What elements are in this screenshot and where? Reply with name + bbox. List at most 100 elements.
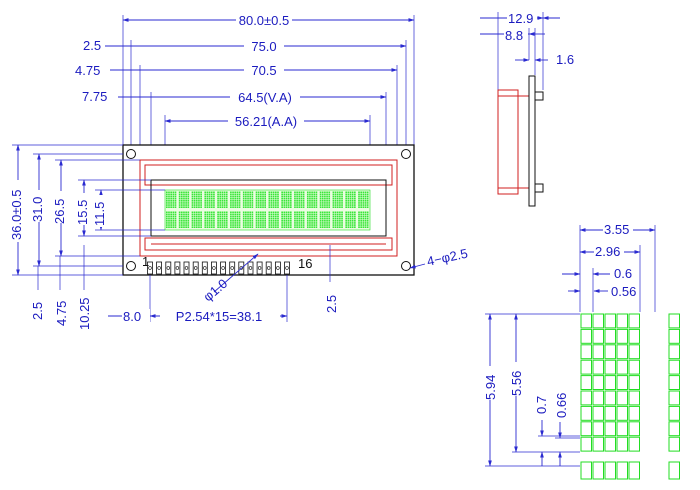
lcd-character-cell: [358, 211, 369, 229]
lcd-character-cell: [255, 191, 266, 209]
dot-cell: [604, 344, 616, 360]
thickness-label: 12.9: [508, 11, 533, 26]
dot-cell: [616, 405, 628, 421]
lcd-character-cell: [306, 211, 318, 229]
dot-cell: [592, 436, 604, 452]
dot-cell: [668, 461, 680, 480]
dot-cell: [668, 421, 680, 437]
dot-cell: [604, 359, 616, 375]
view-height-label: 15.5: [75, 200, 90, 225]
dot-gap-height-label: 0.66: [554, 393, 569, 418]
dot-cell: [604, 461, 616, 480]
dot-cell: [616, 328, 628, 344]
dot-cell: [592, 405, 604, 421]
pin-1-label: 1: [142, 254, 149, 269]
lcd-character-cell: [332, 191, 343, 209]
dot-pitch-height-label: 5.56: [509, 371, 524, 396]
dot-cell: [592, 461, 604, 480]
dot-matrix-cells: [580, 313, 680, 480]
pin-16-label: 16: [298, 256, 312, 271]
lcd-character-cell: [268, 211, 279, 229]
dot-cell: [580, 328, 592, 344]
bottom-4-75-label: 4.75: [54, 301, 69, 326]
dot-cell: [628, 436, 640, 452]
connector-pin: [256, 261, 263, 275]
dot-cell: [616, 461, 628, 480]
lcd-character-cell: [178, 191, 190, 209]
lcd-character-cell: [178, 211, 190, 229]
front-view: 80.0±0.5 75.0 70.5 64.5(V.A) 56.21(A.A) …: [9, 12, 469, 330]
dot-cell: [628, 328, 640, 344]
connector-pin: [247, 261, 254, 275]
pin-left-offset-label: 8.0: [123, 309, 141, 324]
body-depth-label: 8.8: [505, 28, 523, 43]
pin-bottom-offset-label: 2.5: [324, 295, 339, 313]
dot-cell: [668, 313, 680, 329]
dot-cell: [604, 405, 616, 421]
dot-cell: [592, 313, 604, 329]
dot-cell: [628, 375, 640, 391]
lcd-character-cell: [268, 191, 279, 209]
dot-cell: [628, 405, 640, 421]
dot-cell: [580, 359, 592, 375]
pin-diameter-label: φ1.0: [200, 276, 230, 305]
dot-cell: [580, 390, 592, 406]
lcd-character-cell: [166, 191, 177, 209]
dot-cell: [604, 390, 616, 406]
connector-pins: [147, 261, 290, 275]
lcd-character-cell: [332, 211, 343, 229]
dot-cell: [592, 390, 604, 406]
dot-height-label: 0.7: [534, 396, 549, 414]
dot-cell: [628, 313, 640, 329]
dot-cell: [616, 436, 628, 452]
connector-pin: [174, 261, 181, 275]
bottom-10-25-label: 10.25: [77, 297, 92, 330]
dot-cell: [592, 344, 604, 360]
dot-cell: [668, 375, 680, 391]
dot-cell: [604, 328, 616, 344]
dot-cell: [616, 359, 628, 375]
lcd-character-cell: [230, 191, 241, 209]
connector-pin: [156, 261, 163, 275]
dot-cell: [580, 461, 592, 480]
lcd-character-cell: [294, 211, 305, 229]
mounting-hole-bl: [126, 261, 136, 271]
dot-cell: [628, 461, 640, 480]
dot-cell: [616, 344, 628, 360]
dot-cell: [616, 421, 628, 437]
lcd-character-cell: [319, 191, 331, 209]
connector-pin: [165, 261, 172, 275]
lcd-character-cell: [294, 191, 305, 209]
lcd-character-cell: [255, 211, 266, 229]
lcd-character-cell: [204, 211, 215, 229]
lcd-character-cell: [191, 211, 202, 229]
dot-cell: [668, 344, 680, 360]
dot-cell: [580, 344, 592, 360]
lcd-character-cell: [230, 211, 241, 229]
pin-pitch-label: P2.54*15=38.1: [176, 309, 262, 324]
active-area-width-label: 56.21(A.A): [235, 114, 297, 129]
lcd-character-cell: [358, 191, 369, 209]
dot-cell: [592, 421, 604, 437]
hole-diameter-label: 4−φ2.5: [426, 246, 470, 269]
dot-cell: [592, 375, 604, 391]
active-height-label: 11.5: [92, 202, 107, 226]
hole-pitch-height-label: 31.0: [30, 197, 45, 222]
mounting-hole-tr: [401, 149, 411, 159]
dot-cell: [616, 313, 628, 329]
dot-cell: [628, 344, 640, 360]
dot-cell: [592, 328, 604, 344]
connector-pin: [192, 261, 199, 275]
hole-pitch-width-label: 75.0: [251, 39, 276, 54]
dot-gap-width-label: 0.56: [611, 284, 636, 299]
dot-pitch-width-label: 2.96: [595, 244, 620, 259]
left-offset-4-75-label: 4.75: [75, 63, 100, 78]
lcd-character-cell: [319, 211, 331, 229]
lcd-character-cell: [306, 191, 318, 209]
dot-cell: [616, 390, 628, 406]
dot-cell: [616, 375, 628, 391]
dot-cell: [604, 313, 616, 329]
side-view: 12.9 8.8 1.6: [480, 11, 574, 207]
dot-cell: [628, 421, 640, 437]
